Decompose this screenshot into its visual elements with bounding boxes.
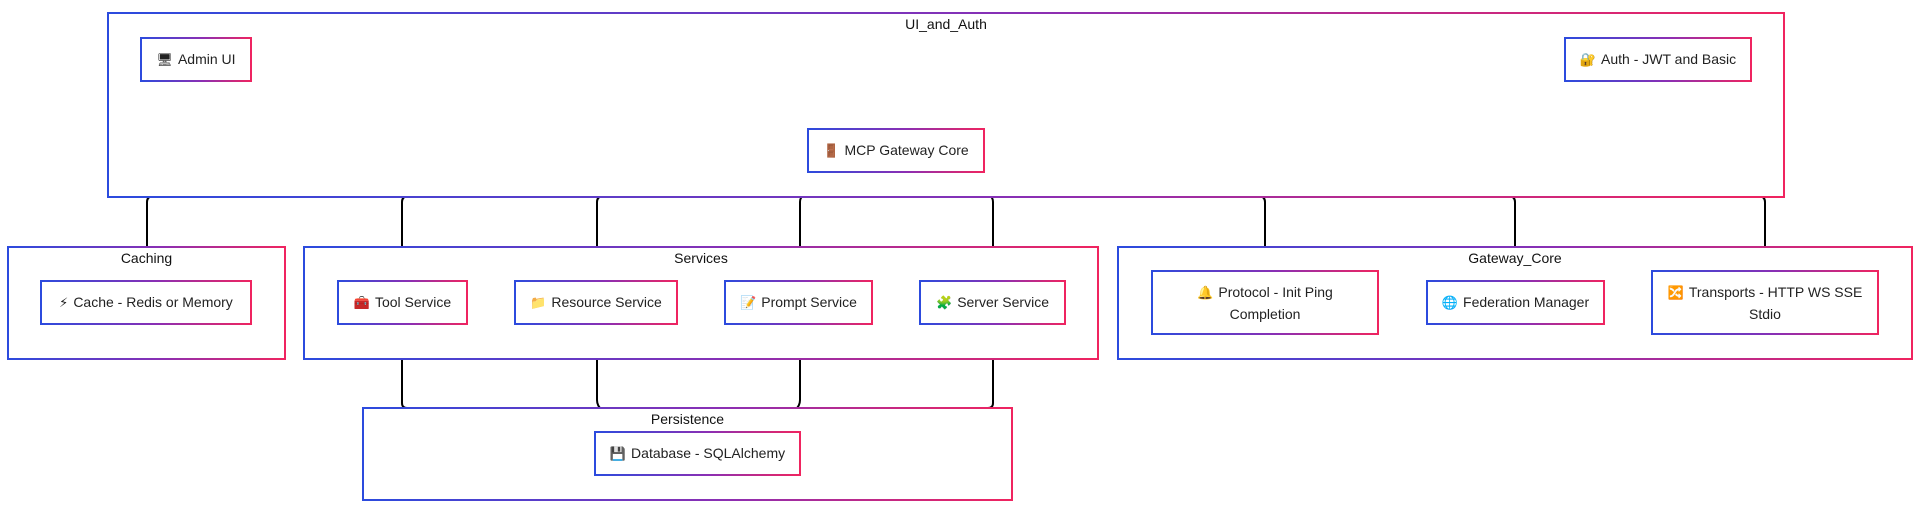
cluster-title: Caching [120, 250, 173, 266]
node-cache[interactable]: ⚡Cache - Redis or Memory [40, 280, 252, 325]
node-database[interactable]: 💾Database - SQLAlchemy [594, 431, 801, 476]
node-label: MCP Gateway Core [844, 141, 969, 158]
cluster-title: UI_and_Auth [905, 16, 987, 32]
node-label: Tool Service [374, 293, 452, 310]
bell-icon: 🔔 [1197, 285, 1214, 301]
node-server-service[interactable]: 🧩Server Service [919, 280, 1066, 325]
edge-core-to-federation [984, 157, 1522, 280]
edge-core-to-resource [590, 161, 808, 280]
node-label: Protocol - Init Ping Completion [1218, 283, 1333, 322]
node-label: Auth - JWT and Basic [1601, 50, 1737, 67]
edge-core-to-tool [395, 157, 808, 280]
toolbox-icon: 🧰 [353, 295, 370, 311]
cluster-title: Services [674, 250, 728, 266]
edge-core-to-cache [140, 157, 808, 280]
lock-icon: 🔐 [1579, 52, 1597, 68]
desktop-computer-icon: 🖥 [156, 52, 173, 68]
node-prompt-service[interactable]: 📝Prompt Service [724, 280, 873, 325]
node-label: Database - SQLAlchemy [631, 444, 786, 461]
door-icon: 🚪 [823, 143, 840, 159]
node-label: Prompt Service [761, 293, 857, 310]
node-transports[interactable]: 🔀Transports - HTTP WS SSE Stdio [1651, 270, 1879, 335]
node-federation-manager[interactable]: 🌐Federation Manager [1426, 280, 1605, 325]
node-label: Federation Manager [1463, 293, 1590, 310]
memo-icon: 📝 [740, 295, 757, 311]
edge-server-to-database [801, 325, 994, 443]
cluster-title: Gateway_Core [1468, 250, 1562, 266]
node-admin-ui[interactable]: 🖥Admin UI [140, 37, 252, 82]
puzzle-icon: 🧩 [936, 295, 953, 311]
node-mcp-gateway-core[interactable]: 🚪MCP Gateway Core [807, 128, 985, 173]
globe-icon: 🌐 [1441, 295, 1459, 311]
node-resource-service[interactable]: 📁Resource Service [514, 280, 678, 325]
node-label: Admin UI [177, 50, 236, 67]
floppy-disk-icon: 💾 [609, 446, 627, 462]
edge-core-to-protocol [984, 157, 1272, 270]
edge-tool-to-database [401, 325, 594, 443]
cluster-title: Persistence [650, 411, 725, 427]
edge-core-to-transports [984, 157, 1772, 270]
folder-icon: 📁 [530, 295, 547, 311]
node-tool-service[interactable]: 🧰Tool Service [337, 280, 468, 325]
node-label: Cache - Redis or Memory [73, 293, 233, 310]
node-auth[interactable]: 🔐Auth - JWT and Basic [1564, 37, 1752, 82]
node-label: Server Service [957, 293, 1049, 310]
lightning-icon: ⚡ [59, 295, 69, 311]
node-protocol[interactable]: 🔔Protocol - Init Ping Completion [1151, 270, 1379, 335]
shuffle-icon: 🔀 [1667, 285, 1684, 301]
node-label: Resource Service [551, 293, 662, 310]
node-label: Transports - HTTP WS SSE Stdio [1688, 283, 1863, 322]
